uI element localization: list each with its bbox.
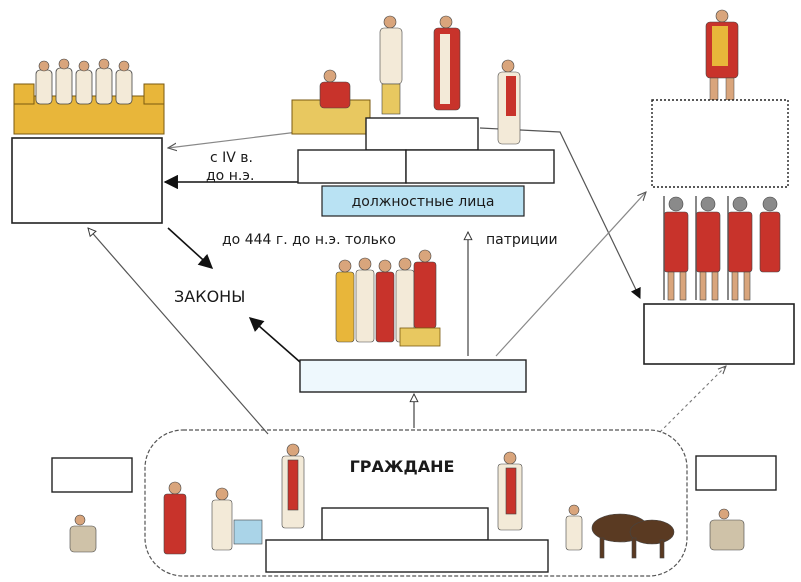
slave-left-illustration (69, 514, 97, 553)
officials-label-box (321, 185, 525, 217)
officials-label: должностные лица (352, 194, 495, 210)
senate-blank-box[interactable] (11, 137, 163, 224)
until-444-bc-label: до 444 г. до н.э. только (222, 232, 396, 248)
citizens-right-illustration (497, 451, 675, 559)
slaves-left-blank-box[interactable] (51, 457, 133, 493)
arrow-assembly-to-laws (248, 317, 301, 363)
slaves-right-blank-box[interactable] (695, 455, 777, 491)
arrow-officials-to-senate-upper (168, 131, 299, 148)
officials-right-blank-box[interactable] (405, 149, 555, 184)
officials-left-blank-box[interactable] (297, 149, 407, 184)
citizens-container (144, 429, 688, 577)
army-blank-box[interactable] (643, 303, 795, 365)
citizens-bottom-blank-box[interactable] (265, 539, 549, 573)
arrow-assembly-to-dictator (495, 192, 646, 357)
bc-short-label: до н.э. (206, 168, 254, 184)
arrow-citizens-to-senate (88, 228, 269, 435)
officials-top-blank-box[interactable] (365, 117, 479, 151)
laws-label: ЗАКОНЫ (174, 287, 245, 306)
dictator-illustration (705, 9, 739, 101)
soldiers-illustration (663, 196, 781, 301)
assembly-blank-box[interactable] (299, 359, 527, 393)
patricians-label: патриции (486, 232, 558, 248)
connectors (88, 127, 726, 435)
since-iv-century-label: с IV в. (210, 150, 253, 166)
senators-illustration (13, 58, 165, 135)
citizens-top-blank-box[interactable] (321, 507, 489, 541)
arrow-citizens-to-army (659, 366, 726, 433)
citizens-left-illustration (163, 443, 305, 555)
slave-right-illustration (709, 508, 745, 551)
citizens-label: ГРАЖДАНЕ (350, 457, 455, 476)
arrow-senate-to-laws (167, 227, 214, 269)
officials-illustration (291, 15, 521, 145)
assembly-crowd-illustration (335, 249, 441, 347)
dictator-blank-box[interactable] (651, 99, 789, 188)
